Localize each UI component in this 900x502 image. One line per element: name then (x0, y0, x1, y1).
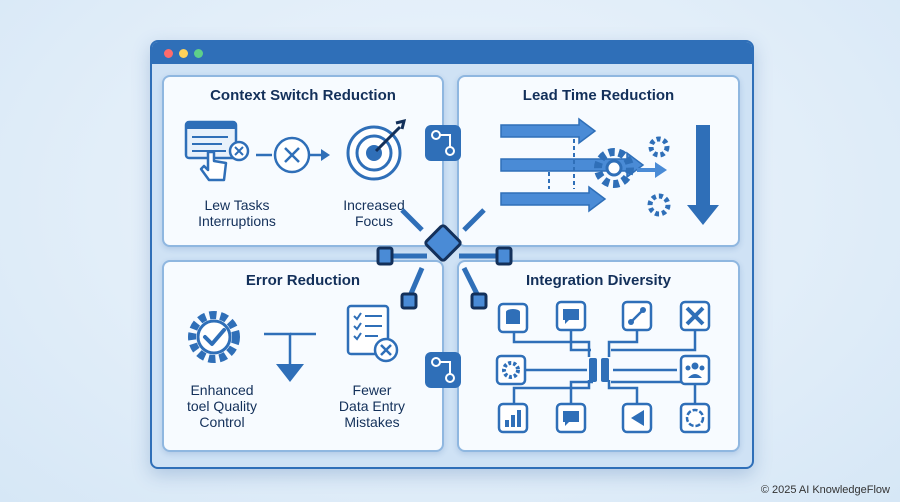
minimize-window-button[interactable] (179, 49, 188, 58)
context-switch-graphic (184, 118, 407, 182)
title-bar (152, 42, 752, 64)
error-reduction-panel: Error Reduction (162, 260, 444, 452)
down-arrow-icon (548, 139, 575, 189)
lead-time-panel: Lead Time Reduction (457, 75, 740, 247)
integration-diversity-panel: Integration Diversity (457, 260, 740, 452)
database-icon (497, 302, 529, 334)
message-icon (555, 402, 587, 434)
tools-icon (679, 300, 711, 332)
pointer-hand-icon (199, 150, 228, 182)
label-quality-control: Enhanced toel Quality Control (186, 382, 258, 430)
down-arrow-icon (687, 125, 719, 225)
context-switch-panel: Context Switch Reduction (162, 75, 444, 247)
target-icon (346, 118, 407, 181)
panel-title-error: Error Reduction (245, 272, 361, 289)
lead-time-graphic (500, 117, 719, 225)
code-editor-icon (621, 402, 653, 434)
link-icon (425, 352, 461, 388)
down-arrow-icon (264, 332, 316, 382)
error-reduction-graphic (188, 304, 399, 382)
checklist-cancel-icon (346, 304, 399, 363)
label-fewer-tasks: Lew Tasks Interruptions (198, 197, 276, 229)
panel-title-integration: Integration Diversity (525, 272, 672, 289)
gear-icon (594, 136, 671, 217)
chat-icon (555, 300, 587, 332)
browser-task-icon (184, 120, 238, 160)
center-connector-graphic (376, 125, 513, 388)
team-icon (679, 354, 711, 386)
copyright-footer: © 2025 AI KnowledgeFlow (760, 484, 890, 496)
label-fewer-mistakes: Fewer Data Entry Mistakes (338, 382, 406, 430)
cancel-circle-icon (228, 140, 250, 162)
label-increased-focus: Increased Focus (343, 197, 405, 229)
panel-title-lead-time: Lead Time Reduction (522, 87, 675, 104)
app-window: Context Switch Reduction (150, 40, 754, 469)
panel-title-context: Context Switch Reduction (210, 87, 396, 104)
close-window-button[interactable] (164, 49, 173, 58)
openai-icon (679, 402, 711, 434)
share-icon (621, 300, 653, 332)
link-icon (425, 125, 461, 161)
maximize-window-button[interactable] (194, 49, 203, 58)
plug-icon (589, 358, 609, 382)
integration-graphic (495, 300, 711, 434)
checkmark-gear-icon (188, 311, 240, 363)
bar-chart-icon (497, 402, 529, 434)
plug-icon (376, 208, 513, 310)
gear-icon (495, 354, 527, 386)
cancel-circle-icon (256, 136, 330, 174)
